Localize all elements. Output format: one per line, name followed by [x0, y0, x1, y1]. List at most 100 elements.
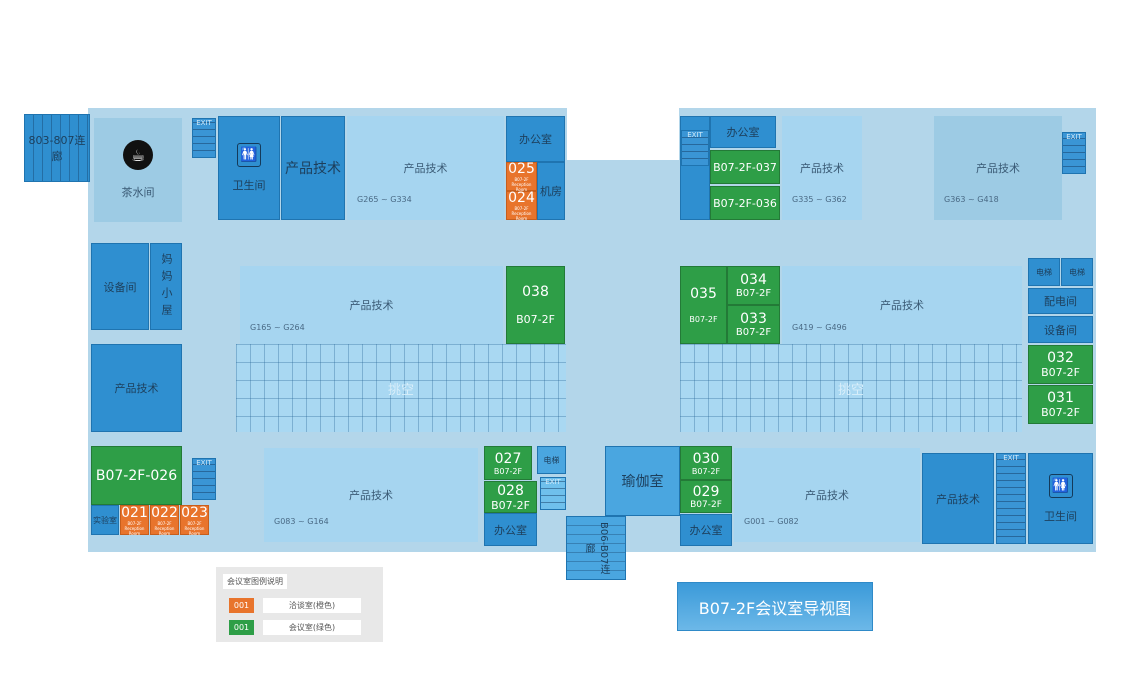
label: 电梯 [1069, 267, 1085, 277]
label: 设备间 [1044, 323, 1077, 337]
equipment-room[interactable]: 设备间 [1028, 316, 1093, 343]
floor: B07-2F [514, 177, 529, 182]
restroom[interactable]: 🚻 卫生间 [1028, 453, 1093, 544]
office[interactable]: 办公室 [484, 513, 537, 546]
type: Reception Room [154, 525, 175, 536]
label: 瑜伽室 [621, 474, 664, 490]
legend-label: 洽谈室(橙色) [263, 598, 361, 613]
elevator[interactable]: 电梯 [1028, 258, 1060, 286]
type: Reception Room [124, 525, 145, 536]
label: 产品技术 [285, 161, 341, 177]
yoga-room[interactable]: 瑜伽室 [605, 446, 680, 516]
meeting-room-037[interactable]: B07-2F-037 [710, 150, 780, 184]
label: 办公室 [726, 126, 760, 139]
label: EXIT [196, 459, 212, 467]
label: 挑空 [387, 382, 414, 398]
exit-sign: EXIT [192, 118, 216, 158]
product-area[interactable]: 产品技术 [281, 116, 345, 220]
meeting-room-036[interactable]: B07-2F-036 [710, 186, 780, 220]
equipment-room[interactable]: 设备间 [91, 243, 149, 330]
label: B06-B07连廊 [583, 521, 609, 575]
label: 803-807连廊 [28, 134, 86, 163]
mother-room[interactable]: 妈妈小屋 [150, 243, 182, 330]
server-room[interactable]: 机房 [537, 162, 565, 220]
power-room[interactable]: 配电间 [1028, 288, 1093, 314]
product-area[interactable]: 产品技术 [91, 344, 182, 432]
floor: B07-2F [516, 313, 555, 326]
corridor-b06-b07[interactable]: B06-B07连廊 [566, 516, 626, 580]
product-area[interactable]: 产品技术 [922, 453, 994, 544]
product-area[interactable]: 产品技术 G419 ~ G496 [782, 266, 1022, 344]
label: 办公室 [519, 133, 552, 146]
tea-room[interactable]: ☕茶水间 [94, 118, 182, 222]
room-number: 021 [121, 504, 148, 521]
restroom[interactable]: 🚻 卫生间 [218, 116, 280, 220]
elevator[interactable]: 电梯 [537, 446, 566, 474]
exit-sign: EXIT [1062, 132, 1086, 174]
elevator[interactable]: 电梯 [1061, 258, 1093, 286]
room-number: 029 [692, 483, 720, 500]
lab[interactable]: 实验室 [91, 505, 119, 535]
restroom-icon: 🚻 [237, 143, 261, 167]
label: 产品技术 [800, 162, 844, 175]
notch [567, 104, 679, 160]
room-number: 033 [740, 311, 767, 327]
floor: B07-2F [735, 288, 772, 299]
label: 卫生间 [1044, 509, 1077, 523]
label: EXIT [1066, 133, 1082, 141]
label: EXIT [545, 478, 561, 486]
room-number: 022 [151, 504, 178, 521]
floor: B07-2F [690, 499, 722, 510]
label: EXIT [196, 119, 212, 127]
label: 产品技术 [880, 299, 924, 312]
floor: B07-2F [127, 520, 142, 526]
legend: 会议室图例说明 001 洽谈室(橙色) 001 会议室(绿色) [216, 567, 383, 642]
room-number: 035 [690, 286, 717, 302]
legend-swatch-green: 001 [229, 620, 254, 635]
seat-range: G165 ~ G264 [250, 323, 305, 332]
restroom-icon: 🚻 [1048, 473, 1073, 498]
label: 产品技术 [936, 492, 980, 506]
floor: B07-2F [493, 466, 523, 476]
seat-range: G419 ~ G496 [792, 323, 847, 332]
label: 卫生间 [232, 179, 266, 192]
office[interactable]: 办公室 [710, 116, 776, 148]
label: 电梯 [543, 455, 560, 465]
seat-range: G265 ~ G334 [357, 195, 412, 204]
exit-sign: EXIT [996, 453, 1026, 544]
type: Reception Room [184, 525, 205, 536]
label: 产品技术 [349, 489, 393, 502]
corridor-803-807[interactable]: 803-807连廊 [24, 114, 90, 182]
exit-sign: EXIT [192, 458, 216, 500]
room-number: 032 [1047, 350, 1074, 366]
label: EXIT [687, 131, 703, 139]
legend-swatch-orange: 001 [229, 598, 254, 613]
office[interactable]: 办公室 [680, 514, 732, 546]
floor: B07-2F [689, 315, 718, 324]
meeting-room-026[interactable]: B07-2F-026 [91, 446, 182, 505]
office[interactable]: 办公室 [506, 116, 565, 162]
map-title: B07-2F会议室导视图 [677, 582, 873, 631]
room-number: 028 [497, 482, 524, 499]
